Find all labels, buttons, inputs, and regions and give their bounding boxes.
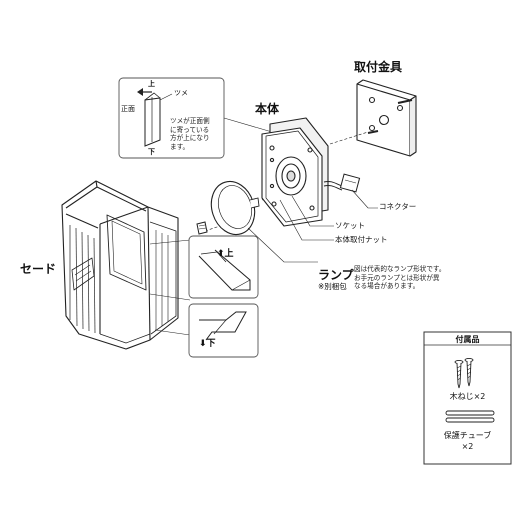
detail-up-label: ⬆上 <box>217 246 234 259</box>
inset-front-label: 正面 <box>121 105 135 113</box>
accessories-box <box>423 331 512 465</box>
body-drawing <box>261 117 329 227</box>
detail-box-up <box>188 235 259 299</box>
inset-note-line: ます。 <box>170 142 190 151</box>
socket-label: ソケット <box>335 221 365 230</box>
inset-up-label: 上 <box>148 80 155 88</box>
connector-drawing <box>323 173 361 193</box>
tube-label-line1: 保護チューブ <box>443 431 492 440</box>
shade-drawing <box>61 180 179 350</box>
detail-up-text: 上 <box>224 249 234 259</box>
label-leaders <box>247 189 378 263</box>
orientation-inset <box>118 77 225 159</box>
lamp-note-line: お手元のランプとは形状が異 <box>354 273 440 282</box>
body-label: 本体 <box>255 102 280 116</box>
body-nut-label: 本体取付ナット <box>335 235 388 244</box>
down-arrow-icon: ⬇ <box>199 339 207 349</box>
lamp-drawing <box>210 180 260 236</box>
accessories-title: 付属品 <box>455 335 480 344</box>
nut-drawing <box>196 221 208 235</box>
tube-icon <box>445 410 495 423</box>
inset-claw-label: ツメ <box>174 89 188 97</box>
lamp-note: 図は代表的なランプ形状です。 お手元のランプとは形状が異 なる場合があります。 <box>354 265 445 291</box>
detail-down-text: 下 <box>206 339 216 349</box>
inset-note-line: 方が上になり <box>170 134 210 143</box>
lamp-separate-label: ※別梱包 <box>318 282 347 291</box>
detail-down-label: ⬇下 <box>199 336 216 349</box>
up-arrow-icon: ⬆ <box>217 249 225 259</box>
inset-down-label: 下 <box>148 148 155 156</box>
screw-icon <box>454 357 474 389</box>
lamp-note-line: なる場合があります。 <box>354 282 420 291</box>
inset-note: ツメが正面側 に寄っている 方が上になり ます。 <box>170 117 210 151</box>
inset-note-line: ツメが正面側 <box>170 117 210 125</box>
tube-label-line2: ×2 <box>461 442 474 451</box>
lamp-label: ランプ <box>318 268 354 282</box>
shade-detail-leaders <box>149 239 191 336</box>
mount-bracket-label: 取付金具 <box>354 60 403 74</box>
shade-label: セード <box>20 262 57 276</box>
connector-label: コネクター <box>379 202 417 211</box>
mount-bracket-drawing <box>356 79 417 157</box>
inset-note-line: に寄っている <box>170 125 210 134</box>
screw-label: 木ねじ×2 <box>449 392 486 401</box>
inset-leader <box>223 117 273 133</box>
detail-box-down <box>188 303 259 358</box>
lamp-note-line: 図は代表的なランプ形状です。 <box>354 265 446 273</box>
